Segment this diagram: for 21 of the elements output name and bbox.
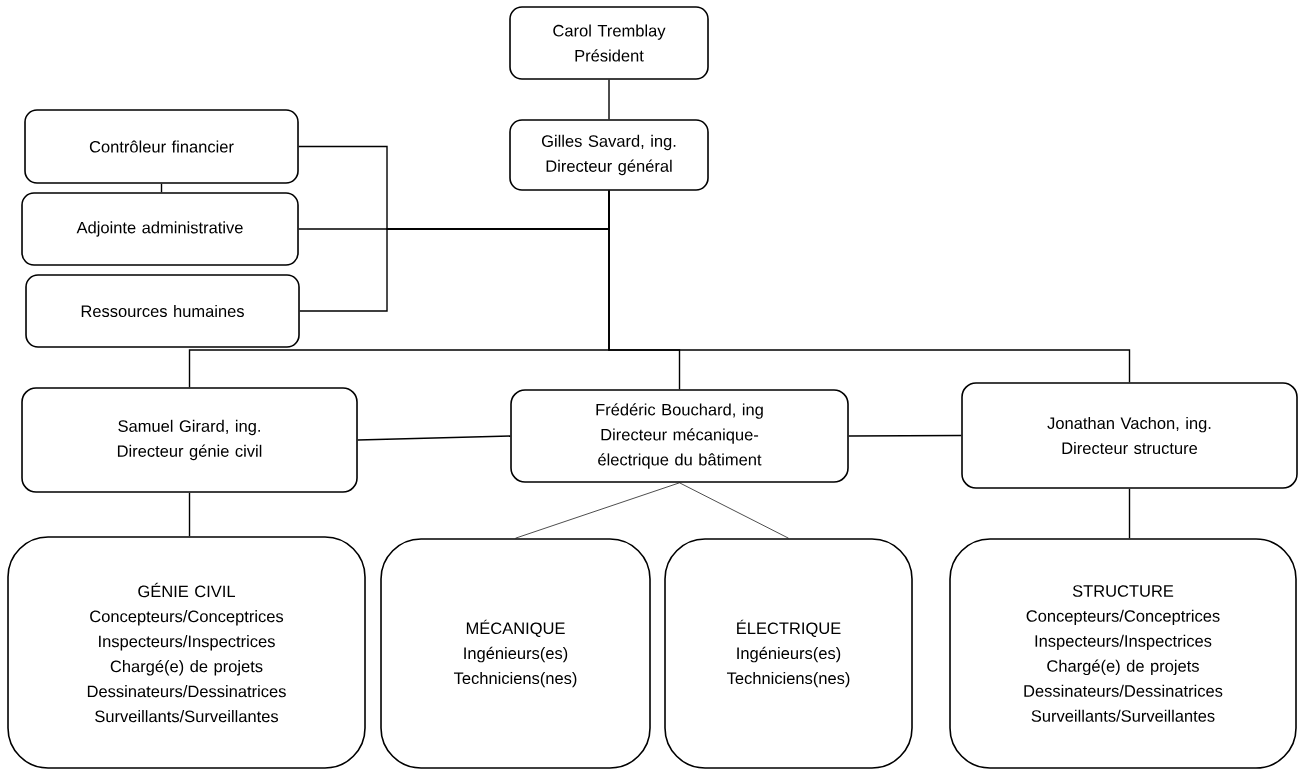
department-box: Contrôleur financier (24, 109, 299, 184)
department-box: Ressources humaines (25, 274, 300, 348)
connector-line (188, 492, 191, 537)
connector-line (848, 434, 962, 437)
connector-line (160, 183, 163, 193)
connector-line (515, 482, 680, 539)
team-box: GÉNIE CIVIL Concepteurs/Conceptrices Inspecteurs/Inspectrices Chargé(e) de projets Dessinateurs/Dessinatrices Surveillants/Surveillantes (7, 536, 366, 769)
position-box: Gilles Savard, ing. Directeur général (509, 119, 709, 191)
position-box: Samuel Girard, ing. Directeur génie civil (21, 387, 358, 493)
team-box: ÉLECTRIQUE Ingénieurs(es) Techniciens(nes) (664, 538, 913, 769)
team-box: MÉCANIQUE Ingénieurs(es) Techniciens(nes) (380, 538, 651, 769)
connector-line (679, 482, 789, 539)
team-box: STRUCTURE Concepteurs/Conceptrices Inspecteurs/Inspectrices Chargé(e) de projets Dessinateurs/Dessinatrices Surveillants/Surveillantes (949, 538, 1297, 769)
department-box: Adjointe administrative (21, 192, 299, 266)
position-box: Jonathan Vachon, ing. Directeur structure (961, 382, 1298, 489)
position-box: Frédéric Bouchard, ing Directeur mécanique-électrique du bâtiment (510, 389, 849, 483)
connector-line (608, 79, 610, 120)
connector-line (1128, 488, 1131, 539)
connector-line (608, 190, 1131, 383)
position-box: Carol Tremblay Président (509, 6, 709, 80)
connector-line (357, 435, 511, 441)
